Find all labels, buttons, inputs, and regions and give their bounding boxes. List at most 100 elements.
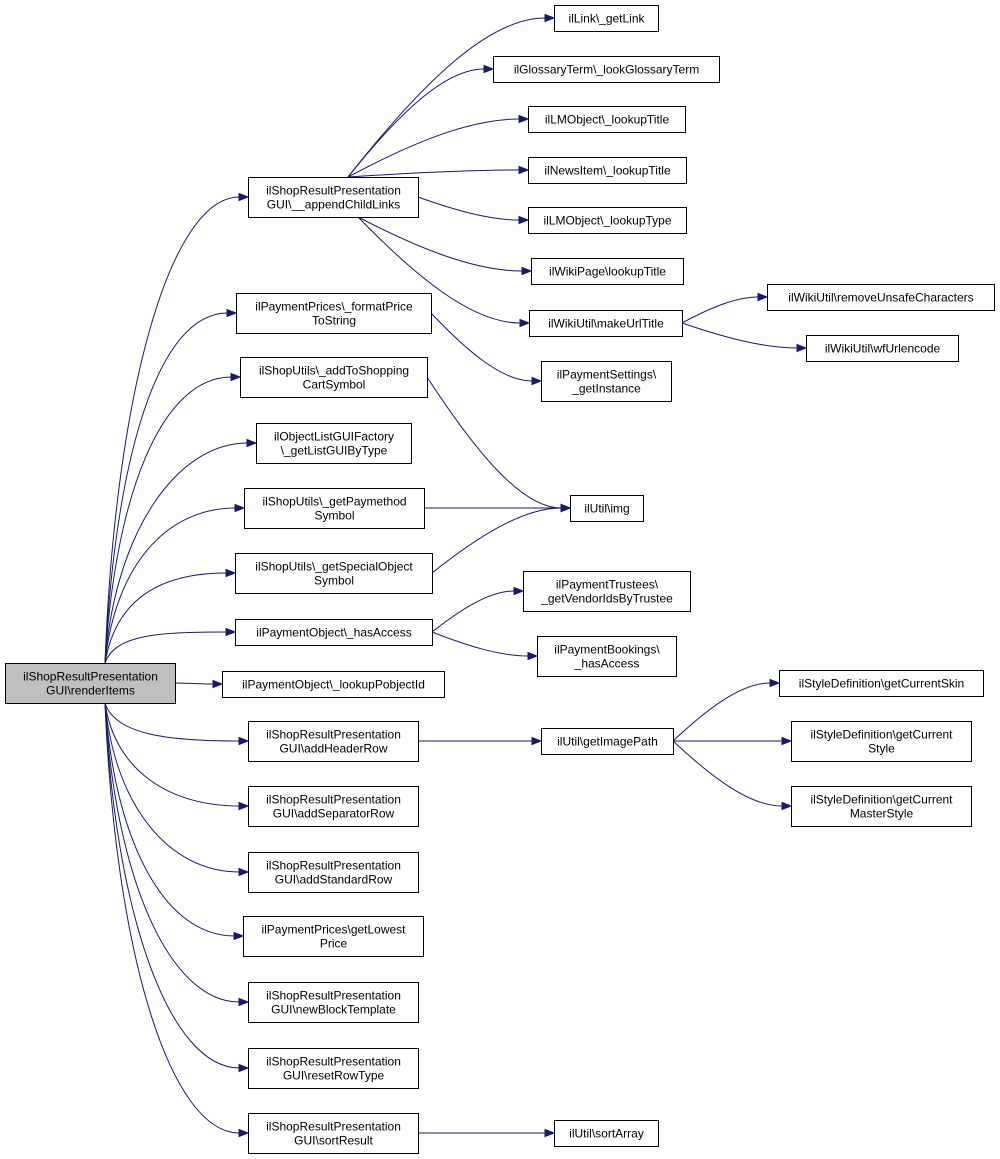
node-label: GUI\addHeaderRow [279, 742, 387, 756]
node-label: ilShopResultPresentation [266, 989, 401, 1003]
edge-arrowhead [757, 292, 769, 302]
edge-arrowhead [238, 736, 250, 746]
edge-line [431, 590, 515, 633]
function-node-sortArray[interactable]: ilUtil\sortArray [554, 1120, 659, 1147]
node-label: _hasAccess [574, 657, 640, 671]
node-label: ilPaymentPrices\getLowest [261, 923, 406, 937]
node-label: ilShopResultPresentation [266, 1120, 401, 1134]
function-node-newBlockTemplate[interactable]: ilShopResultPresentationGUI\newBlockTemp… [248, 982, 419, 1023]
function-node-paySettings[interactable]: ilPaymentSettings\_getInstance [541, 361, 672, 402]
node-box [248, 1113, 419, 1154]
function-node-lookupGlossaryTerm[interactable]: ilGlossaryTerm\_lookGlossaryTerm [493, 56, 720, 83]
call-edge [104, 702, 250, 1138]
function-node-utilImg[interactable]: ilUtil\img [570, 495, 644, 522]
node-label: ilWikiUtil\removeUnsafeCharacters [788, 291, 973, 305]
node-label: ilObjectListGUIFactory [274, 430, 394, 444]
edge-arrowhead [238, 867, 250, 877]
edge-line [104, 702, 235, 937]
edge-arrowhead [518, 165, 530, 175]
node-box [767, 284, 995, 311]
node-label: ilShopResultPresentation [266, 859, 401, 873]
edge-arrowhead [560, 503, 572, 513]
edge-line [104, 572, 227, 664]
node-label: ilShopResultPresentation [266, 1055, 401, 1069]
edge-arrowhead [238, 801, 250, 811]
edge-arrowhead [483, 64, 495, 74]
edge-line [104, 312, 228, 664]
edge-arrowhead [544, 13, 556, 23]
function-node-listGuiFactory[interactable]: ilObjectListGUIFactory\_getListGUIByType [256, 423, 412, 464]
node-label: ilLMObject\_lookupType [543, 214, 671, 228]
edge-arrowhead [226, 308, 238, 318]
node-label: Price [320, 937, 348, 951]
call-edge [104, 568, 237, 664]
node-label: ilLMObject\_lookupTitle [545, 113, 670, 127]
edge-arrowhead [212, 679, 224, 689]
function-node-lmLookupTitle[interactable]: ilLMObject\_lookupTitle [528, 106, 686, 133]
call-edge [357, 216, 533, 276]
edge-arrowhead [544, 1128, 556, 1138]
function-node-makeUrlTitle[interactable]: ilWikiUtil\makeUrlTitle [529, 310, 683, 337]
function-node-appendChildLinks[interactable]: ilShopResultPresentationGUI\__appendChil… [248, 177, 419, 218]
node-label: _getVendorIdsByTrustee [540, 592, 673, 606]
edge-line [347, 68, 485, 178]
call-edge [672, 740, 793, 811]
edge-line [104, 507, 236, 664]
function-node-removeUnsafe[interactable]: ilWikiUtil\removeUnsafeCharacters [767, 284, 995, 311]
node-box [248, 1048, 419, 1089]
function-node-currentSkin[interactable]: ilStyleDefinition\getCurrentSkin [779, 670, 984, 697]
node-label: GUI\addStandardRow [275, 873, 393, 887]
edge-line [681, 322, 798, 349]
edge-arrowhead [521, 266, 533, 276]
node-box [256, 423, 412, 464]
node-box [806, 335, 959, 362]
node-label: ilGlossaryTerm\_lookGlossaryTerm [514, 63, 699, 77]
node-label: GUI\addSeparatorRow [273, 807, 395, 821]
function-node-addSeparatorRow[interactable]: ilShopResultPresentationGUI\addSeparator… [248, 786, 419, 827]
function-node-addStandardRow[interactable]: ilShopResultPresentationGUI\addStandardR… [248, 852, 419, 893]
edge-arrowhead [238, 192, 250, 202]
call-edge [104, 702, 245, 941]
function-node-bookings[interactable]: ilPaymentBookings\_hasAccess [537, 636, 677, 677]
function-node-lmLookupType[interactable]: ilLMObject\_lookupType [528, 207, 687, 234]
node-box [528, 106, 686, 133]
function-node-wikiLookupTitle[interactable]: ilWikiPage\lookupTitle [531, 258, 684, 285]
edge-line [104, 196, 240, 664]
call-edge [347, 114, 530, 178]
edge-arrowhead [234, 503, 246, 513]
edge-arrowhead [781, 801, 793, 811]
call-edge [431, 503, 572, 574]
function-node-wfUrlencode[interactable]: ilWikiUtil\wfUrlencode [806, 335, 959, 362]
call-edge [104, 627, 237, 664]
edge-arrowhead [238, 1128, 250, 1138]
node-label: ilPaymentObject\_hasAccess [256, 626, 411, 640]
function-node-hasAccess[interactable]: ilPaymentObject\_hasAccess [235, 619, 433, 646]
function-node-getLink[interactable]: ilLink\_getLink [554, 5, 659, 32]
function-node-getImagePath[interactable]: ilUtil\getImagePath [541, 728, 674, 755]
edge-line [431, 507, 562, 574]
edge-arrowhead [233, 931, 245, 941]
edge-line [347, 17, 546, 178]
node-label: ilPaymentTrustees\ [556, 578, 659, 592]
node-box [529, 310, 683, 337]
function-node-newsLookupTitle[interactable]: ilNewsItem\_lookupTitle [528, 157, 687, 184]
function-node-lookupPobject[interactable]: ilPaymentObject\_lookupPobjectId [222, 671, 445, 698]
node-box [531, 258, 684, 285]
edge-arrowhead [781, 736, 793, 746]
function-node-trustees[interactable]: ilPaymentTrustees\_getVendorIdsByTrustee [523, 571, 691, 612]
edge-line [104, 442, 248, 664]
edge-arrowhead [769, 678, 781, 688]
